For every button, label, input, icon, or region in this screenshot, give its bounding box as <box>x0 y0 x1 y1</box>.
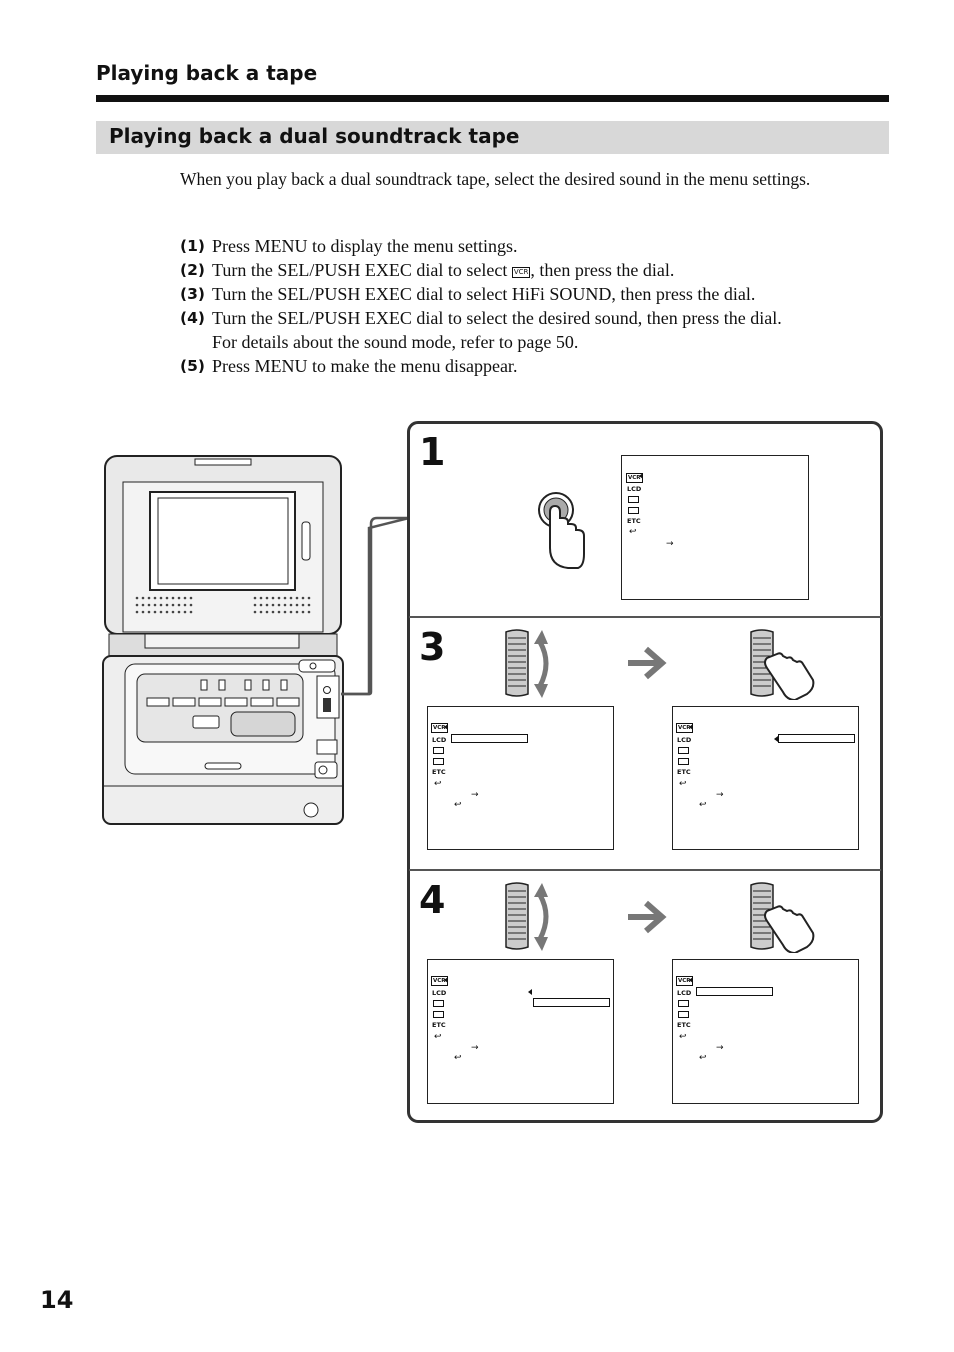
step-number: (1) <box>180 237 205 255</box>
arrow-icon: → <box>666 539 674 549</box>
panel-label-4: 4 <box>419 878 446 922</box>
cursor-marker <box>689 724 693 730</box>
tape-menu-icon <box>678 1011 689 1018</box>
step-number: (2) <box>180 261 205 279</box>
dial-press-icon <box>750 882 815 953</box>
camera-menu-icon <box>433 1000 444 1007</box>
lcd-menu-icon: LCD <box>677 736 692 744</box>
next-step-arrow-icon <box>628 900 667 934</box>
return-icon: ↩ <box>434 779 442 789</box>
step-text-after: , then press the dial. <box>530 260 675 280</box>
dial-turn-icon <box>505 629 549 698</box>
step-text-before: Turn the SEL/PUSH EXEC dial to select <box>212 260 512 280</box>
cursor-marker <box>639 473 643 479</box>
panel-divider <box>409 869 881 871</box>
highlight-bar <box>696 987 773 996</box>
step-2: (2) Turn the SEL/PUSH EXEC dial to selec… <box>180 258 900 282</box>
tape-menu-icon <box>433 1011 444 1018</box>
etc-menu-icon: ETC <box>677 1021 691 1029</box>
step-4-detail: For details about the sound mode, refer … <box>212 332 579 352</box>
step-number: (5) <box>180 357 205 375</box>
arrow-icon: → <box>471 1043 479 1053</box>
tape-menu-icon <box>433 758 444 765</box>
highlight-bar <box>778 734 855 743</box>
menu-screen-step4a: VCR LCD ETC ↩ → ↩ <box>427 959 614 1104</box>
camera-menu-icon <box>678 1000 689 1007</box>
return-icon: ↩ <box>434 1032 442 1042</box>
camera-menu-icon <box>628 496 639 503</box>
step-number: (3) <box>180 285 205 303</box>
step-text: Turn the SEL/PUSH EXEC dial to select th… <box>212 308 782 328</box>
finger-press-menu-button-icon <box>538 492 585 569</box>
subsection-band <box>96 121 889 154</box>
steps-list: (1) Press MENU to display the menu setti… <box>180 234 900 378</box>
lcd-menu-icon: LCD <box>432 989 447 997</box>
arrow-icon: → <box>716 790 724 800</box>
dial-turn-icon <box>505 882 549 951</box>
step-4: (4) Turn the SEL/PUSH EXEC dial to selec… <box>180 306 900 330</box>
step-5: (5) Press MENU to make the menu disappea… <box>180 354 900 378</box>
next-step-arrow-icon <box>628 646 667 680</box>
vcr-icon: VCR <box>511 267 531 278</box>
step-3: (3) Turn the SEL/PUSH EXEC dial to selec… <box>180 282 900 306</box>
step-text: Press MENU to make the menu disappear. <box>212 356 518 376</box>
page-number: 14 <box>40 1286 74 1314</box>
menu-screen-step4b: VCR LCD ETC ↩ → ↩ <box>672 959 859 1104</box>
section-title: Playing back a tape <box>96 61 318 85</box>
tape-menu-icon <box>628 507 639 514</box>
step-text: Turn the SEL/PUSH EXEC dial to select VC… <box>212 258 900 282</box>
cursor-marker <box>528 989 532 995</box>
video-walkman-illustration <box>102 455 410 825</box>
camera-menu-icon <box>678 747 689 754</box>
menu-screen-step1: VCR LCD ETC ↩ → <box>621 455 809 600</box>
highlight-bar <box>533 998 610 1007</box>
camera-menu-icon <box>433 747 444 754</box>
return-icon: ↩ <box>679 779 687 789</box>
panel-label-1: 1 <box>419 430 446 474</box>
lcd-menu-icon: LCD <box>627 485 642 493</box>
return-icon: ↩ <box>629 527 637 537</box>
return-icon: ↩ <box>699 800 707 810</box>
panel-divider <box>409 616 881 618</box>
section-rule <box>96 95 889 102</box>
lcd-menu-icon: LCD <box>432 736 447 744</box>
return-icon: ↩ <box>699 1053 707 1063</box>
cursor-marker <box>774 736 778 742</box>
tape-menu-icon <box>678 758 689 765</box>
return-icon: ↩ <box>454 800 462 810</box>
return-icon: ↩ <box>679 1032 687 1042</box>
intro-paragraph: When you play back a dual soundtrack tap… <box>180 169 811 189</box>
etc-menu-icon: ETC <box>432 768 446 776</box>
cursor-marker <box>444 977 448 983</box>
step-number: (4) <box>180 309 205 327</box>
cursor-marker <box>689 977 693 983</box>
step-1: (1) Press MENU to display the menu setti… <box>180 234 900 258</box>
step-text: Press MENU to display the menu settings. <box>212 236 518 256</box>
menu-screen-step3b: VCR LCD ETC ↩ → ↩ <box>672 706 859 850</box>
etc-menu-icon: ETC <box>432 1021 446 1029</box>
arrow-icon: → <box>716 1043 724 1053</box>
arrow-icon: → <box>471 790 479 800</box>
menu-screen-step3a: VCR LCD ETC ↩ → ↩ <box>427 706 614 850</box>
etc-menu-icon: ETC <box>677 768 691 776</box>
cursor-marker <box>444 724 448 730</box>
illustration-frame <box>407 421 883 1123</box>
return-icon: ↩ <box>454 1053 462 1063</box>
dial-press-icon <box>750 629 815 700</box>
lcd-menu-icon: LCD <box>677 989 692 997</box>
highlight-bar <box>451 734 528 743</box>
step-text: Turn the SEL/PUSH EXEC dial to select Hi… <box>212 284 756 304</box>
etc-menu-icon: ETC <box>627 517 641 525</box>
panel-label-3: 3 <box>419 625 446 669</box>
subsection-title: Playing back a dual soundtrack tape <box>109 124 520 148</box>
